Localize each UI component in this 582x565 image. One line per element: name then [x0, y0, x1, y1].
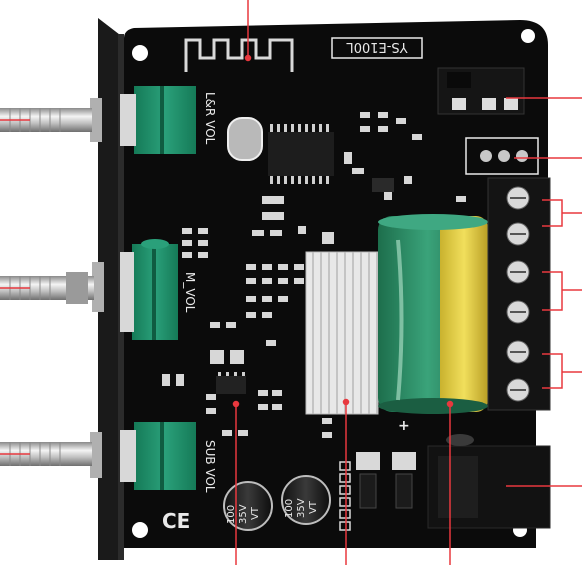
model-label-box: [331, 37, 423, 59]
small-capacitor-2: [281, 475, 331, 525]
resistor-stack: [339, 461, 351, 531]
crystal: [227, 117, 263, 161]
mount-hole: [132, 45, 148, 61]
small-ic: [216, 376, 246, 394]
pot-m: [120, 239, 178, 340]
sub-vol-label: SUB VOL: [203, 440, 217, 493]
knurled-shaft-icon: [0, 432, 102, 478]
mosfet: [392, 452, 416, 470]
lr-vol-label: L&R VOL: [203, 92, 217, 145]
cap1-voltage: 35V: [238, 504, 249, 524]
pot-sub-body: [134, 422, 196, 490]
plus-mark: +: [398, 418, 410, 434]
cap2-series: VT: [308, 500, 319, 514]
smd-components: [162, 112, 466, 438]
transistor: [372, 178, 394, 192]
cap2-value: 100: [284, 499, 295, 518]
pcb-antenna-icon: [184, 38, 294, 72]
main-capacitor: [378, 214, 488, 414]
pot-lr-body: [134, 86, 196, 154]
pot-sub: [120, 422, 196, 490]
cap1-series: VT: [250, 506, 261, 520]
pot-lr: [120, 86, 196, 154]
model-label: YS-E100L: [346, 39, 409, 54]
main-chip: [268, 132, 334, 176]
pin-header: [465, 137, 539, 175]
mount-hole: [132, 522, 148, 538]
heatsink-icon: [305, 251, 379, 415]
side-plate: [98, 18, 124, 560]
knurled-shaft-icon: [0, 262, 104, 312]
mosfet: [356, 452, 380, 470]
cap1-value: 100: [226, 505, 237, 524]
cap2-voltage: 35V: [296, 498, 307, 518]
terminal-screws: [506, 186, 530, 402]
m-vol-label: M_VOL: [183, 272, 197, 313]
mount-hole: [521, 29, 535, 43]
terminal-block: [487, 177, 551, 411]
ce-mark: CE: [162, 509, 190, 533]
